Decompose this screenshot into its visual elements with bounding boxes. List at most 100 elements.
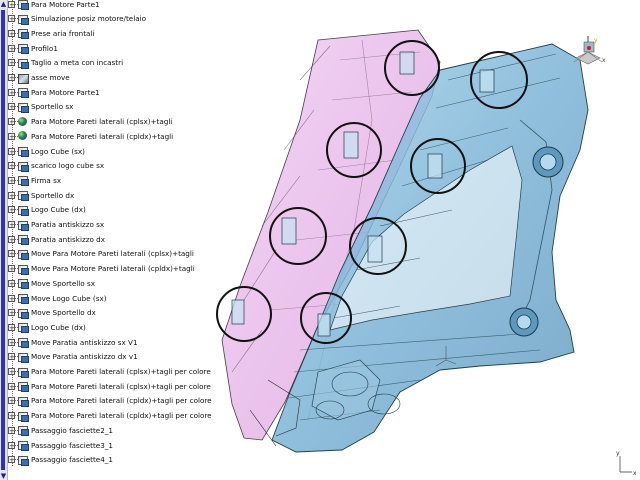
tree-connector [15, 444, 18, 446]
tree-item-label: Para Motore Parte1 [31, 0, 100, 9]
sketch-icon [18, 14, 29, 25]
tree-item[interactable]: + scarico logo cube sx [7, 159, 104, 173]
scroll-thumb[interactable] [1, 10, 5, 470]
tree-item[interactable]: +Para Motore Pareti laterali (cplsx)+tag… [7, 379, 211, 393]
expand-plus-icon[interactable]: + [8, 456, 15, 465]
tree-item-label: Move Para Motore Pareti laterali (cplsx)… [31, 249, 194, 259]
expand-plus-icon[interactable]: + [8, 279, 15, 288]
expand-plus-icon[interactable]: + [8, 0, 15, 9]
expand-plus-icon[interactable]: + [8, 441, 15, 450]
expand-plus-icon[interactable]: + [8, 265, 15, 274]
expand-plus-icon[interactable]: + [8, 147, 15, 156]
tree-connector [15, 400, 18, 402]
tree-item[interactable]: +Para Motore Pareti laterali (cplsx)+tag… [7, 365, 211, 379]
tree-item-label: Logo Cube (dx) [31, 322, 86, 332]
specification-tree[interactable]: + Para Motore Parte1 +Simulazione posiz mo… [7, 0, 212, 480]
expand-plus-icon[interactable]: + [8, 397, 15, 406]
tree-item[interactable]: +Logo Cube (sx) [7, 144, 85, 158]
expand-plus-icon[interactable]: + [8, 132, 15, 141]
compass-icon[interactable]: y x [568, 32, 608, 72]
tree-item[interactable]: +Para Motore Pareti laterali (cplsx)+tag… [7, 115, 172, 129]
tree-item[interactable]: +Move Sportello dx [7, 306, 96, 320]
expand-plus-icon[interactable]: + [8, 338, 15, 347]
tree-item[interactable]: +Taglio a meta con incastri [7, 56, 123, 70]
right-wall-part[interactable] [249, 43, 589, 453]
tree-item[interactable]: +asse move [7, 71, 70, 85]
sketch-icon [18, 293, 29, 304]
scroll-down-icon[interactable]: ▼ [0, 472, 7, 480]
tree-item[interactable]: +Sportello dx [7, 188, 74, 202]
expand-plus-icon[interactable]: + [8, 44, 15, 53]
tree-item[interactable]: +Passaggio fasciette3_1 [7, 438, 113, 452]
tree-item[interactable]: + Move Logo Cube (sx) [7, 291, 107, 305]
tree-scrollbar[interactable]: ▲ ▼ [0, 0, 8, 480]
tree-item[interactable]: + Para Motore Parte1 [7, 0, 100, 11]
expand-plus-icon[interactable]: + [8, 176, 15, 185]
tree-item-label: Paratia antiskizzo sx [31, 220, 105, 229]
tree-item[interactable]: + Para Motore Pareti laterali (cpldx)+tag… [7, 409, 212, 423]
expand-plus-icon[interactable]: + [8, 206, 15, 215]
expand-plus-icon[interactable]: + [8, 353, 15, 362]
annotation-circle [470, 51, 528, 109]
annotation-circle [326, 122, 382, 178]
annotation-circle [349, 217, 407, 275]
expand-plus-icon[interactable]: + [8, 29, 15, 38]
expand-plus-icon[interactable]: + [8, 74, 15, 82]
expand-plus-icon[interactable]: + [8, 191, 15, 200]
tree-item-label: Move Logo Cube (sx) [31, 293, 107, 303]
tree-item[interactable]: +Para Motore Parte1 [7, 85, 100, 99]
tree-item[interactable]: +Paratia antiskizzo dx [7, 232, 105, 246]
tree-item[interactable]: +Simulazione posiz motore/telaio [7, 12, 146, 26]
tree-connector [15, 150, 18, 152]
expand-plus-icon[interactable]: + [8, 426, 15, 435]
tree-connector [15, 194, 18, 196]
expand-plus-icon[interactable]: + [8, 368, 15, 376]
expand-plus-icon[interactable]: + [8, 88, 15, 97]
expand-plus-icon[interactable]: + [8, 235, 15, 244]
expand-plus-icon[interactable]: + [8, 323, 15, 332]
tree-item[interactable]: +Move Paratia antiskizzo dx v1 [7, 350, 138, 364]
expand-plus-icon[interactable]: + [8, 294, 15, 303]
sketch-icon [18, 220, 29, 231]
globe-icon [18, 131, 28, 141]
sketch-icon [18, 367, 29, 378]
scroll-up-icon[interactable]: ▲ [0, 0, 7, 8]
expand-plus-icon[interactable]: + [8, 59, 15, 68]
sketch-icon [18, 396, 29, 407]
tree-item[interactable]: + Logo Cube (dx) [7, 320, 86, 334]
tree-item[interactable]: + Logo Cube (dx) [7, 203, 86, 217]
annotation-circle [269, 207, 327, 265]
tree-item-label: Para Motore Pareti laterali (cpldx)+tagl… [31, 411, 212, 421]
expand-plus-icon[interactable]: + [8, 15, 15, 24]
tree-item[interactable]: +Profilo1 [7, 41, 58, 55]
sketch-icon [18, 0, 29, 10]
tree-item[interactable]: +Sportello sx [7, 100, 73, 114]
tree-item-label: Logo Cube (dx) [31, 205, 86, 215]
expand-plus-icon[interactable]: + [8, 103, 15, 112]
tree-item[interactable]: +Move Paratia antiskizzo sx V1 [7, 335, 138, 349]
tree-connector [15, 429, 18, 431]
tree-item[interactable]: +Move Sportello sx [7, 276, 95, 290]
tree-item[interactable]: +Para Motore Pareti laterali (cpldx)+tag… [7, 129, 173, 143]
tree-connector [15, 106, 18, 108]
tree-item[interactable]: +Move Para Motore Pareti laterali (cpldx… [7, 262, 195, 276]
tree-item[interactable]: +Passaggio fasciette2_1 [7, 423, 113, 437]
tree-item[interactable]: +Passaggio fasciette4_1 [7, 453, 113, 467]
expand-plus-icon[interactable]: + [8, 221, 15, 229]
expand-plus-icon[interactable]: + [8, 309, 15, 318]
tree-item[interactable]: +Prese aria frontali [7, 26, 94, 40]
tree-connector [15, 47, 18, 49]
tree-item[interactable]: + Paratia antiskizzo sx [7, 218, 104, 232]
tree-item[interactable]: + Move Para Motore Pareti laterali (cplsx… [7, 247, 194, 261]
tree-connector [15, 121, 18, 123]
tree-item[interactable]: +Firma sx [7, 173, 61, 187]
tree-item[interactable]: +Para Motore Pareti laterali (cpldx)+tag… [7, 394, 212, 408]
expand-plus-icon[interactable]: + [8, 250, 15, 259]
expand-plus-icon[interactable]: + [8, 162, 15, 171]
tree-item-label: scarico logo cube sx [31, 161, 105, 171]
expand-plus-icon[interactable]: + [8, 382, 15, 391]
expand-plus-icon[interactable]: + [8, 118, 15, 127]
expand-plus-icon[interactable]: + [8, 412, 15, 421]
